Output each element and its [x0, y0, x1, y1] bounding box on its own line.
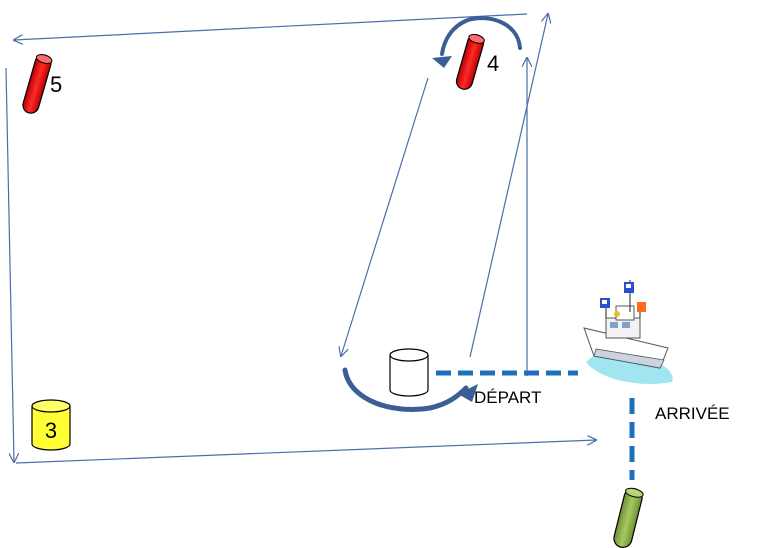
- buoy-4-label: 4: [487, 51, 499, 76]
- committee-boat-icon: [583, 280, 673, 384]
- start-buoy-icon: [389, 348, 429, 397]
- course-route: [5, 13, 596, 464]
- leg-3-to-finish: [15, 440, 596, 464]
- buoy-4: [455, 33, 485, 90]
- start-label: DÉPART: [474, 388, 541, 407]
- rounding-arrowhead-start: [458, 384, 478, 402]
- rounding-arrowhead-4: [432, 56, 452, 68]
- buoy-3-label: 3: [45, 418, 57, 443]
- leg-5-to-3: [5, 67, 14, 462]
- rounding-arrows: [342, 16, 522, 412]
- finish-buoy: [613, 487, 644, 548]
- buoy-3: [31, 399, 71, 451]
- rounding-arrow-4: [440, 16, 522, 56]
- buoy-5-label: 5: [50, 72, 62, 97]
- leg-4-to-start: [341, 77, 429, 356]
- leg-4-to-5: [14, 13, 528, 40]
- rounding-arrow-start: [342, 367, 469, 412]
- leg-start-to-4: [469, 14, 548, 358]
- finish-label: ARRIVÉE: [655, 404, 730, 423]
- buoy-5: [22, 54, 53, 114]
